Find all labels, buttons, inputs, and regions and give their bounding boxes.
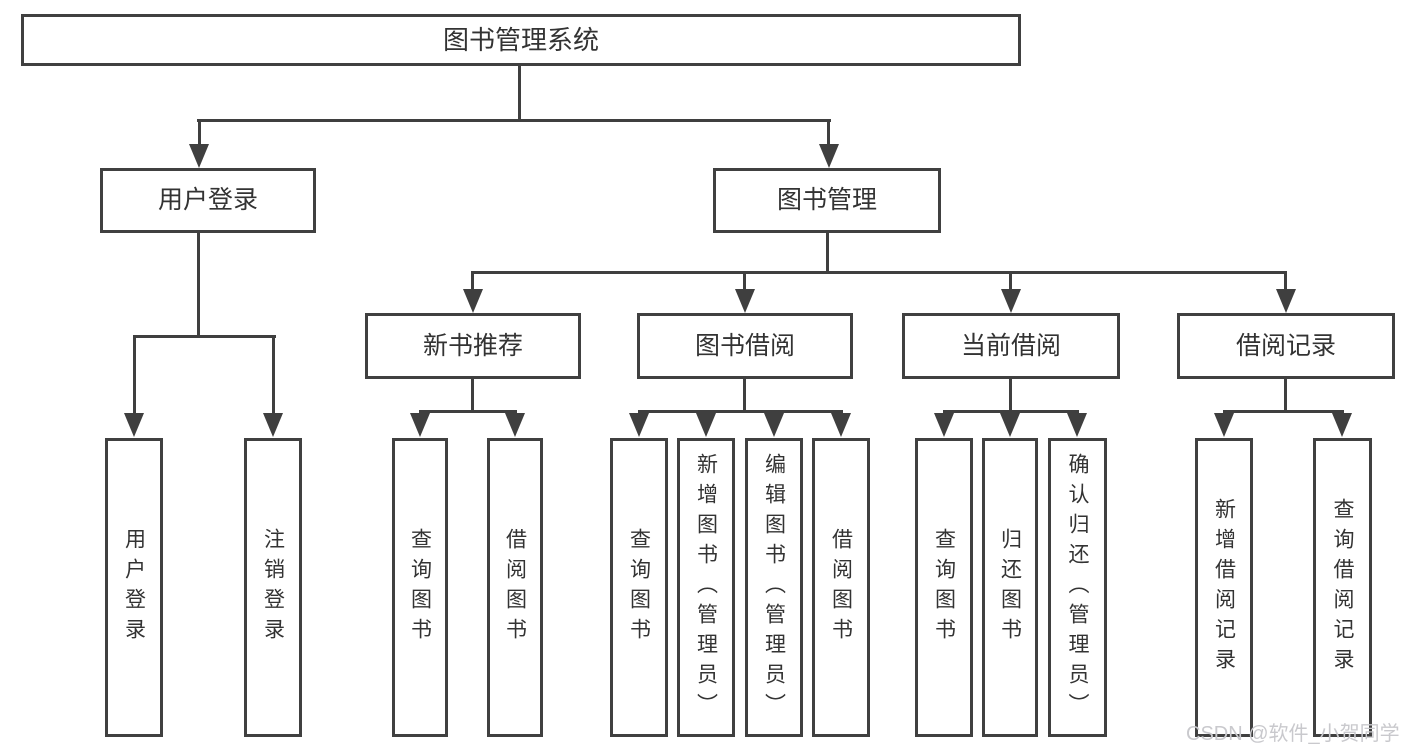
node-book-mgmt-label: 图书管理 [776,186,877,214]
connector-new-book-rec-stem [471,379,474,410]
node-new-book-rec: 新书推荐 [365,313,581,379]
node-leaf-logout-label: 注销登录 [261,527,285,648]
connector-user-login-stem [197,233,200,335]
node-book-borrow-label: 图书借阅 [694,331,795,360]
connector-drop-new-book-rec [471,271,474,292]
arrow-down-icon [1214,413,1234,437]
connector-level2-branch [197,119,831,122]
node-leaf-nb-query: 查询图书 [392,438,448,737]
arrow-down-icon [764,413,784,437]
connector-book-borrow-stem [743,379,746,410]
node-leaf-bb-add-label: 新增图书（管理员） [694,452,718,723]
node-borrow-record: 借阅记录 [1177,313,1395,379]
connector-level3-branch [473,271,1287,274]
arrow-down-icon [1067,413,1087,437]
node-leaf-br-query-label: 查询借阅记录 [1331,497,1354,678]
node-leaf-cb-confirm-label: 确认归还（管理员） [1066,452,1089,723]
connector-drop-leaf-user-login [133,335,136,415]
connector-book-borrow-branch [638,410,843,413]
node-leaf-nb-query-label: 查询图书 [408,527,432,648]
arrow-down-icon [1001,289,1021,313]
node-leaf-logout: 注销登录 [244,438,302,737]
node-leaf-bb-borrow: 借阅图书 [812,438,870,737]
node-current-borrow-label: 当前借阅 [960,331,1061,360]
arrow-down-icon [124,413,144,437]
node-leaf-nb-borrow: 借阅图书 [487,438,543,737]
node-leaf-cb-return-label: 归还图书 [998,527,1022,648]
node-leaf-bb-add: 新增图书（管理员） [677,438,735,737]
node-leaf-cb-confirm: 确认归还（管理员） [1048,438,1107,737]
node-leaf-bb-borrow-label: 借阅图书 [829,527,853,648]
node-root-label: 图书管理系统 [442,25,599,55]
node-leaf-bb-query-label: 查询图书 [627,527,651,648]
node-leaf-nb-borrow-label: 借阅图书 [503,527,527,648]
watermark: CSDN @软件_小贺同学 [1186,723,1400,745]
node-user-login: 用户登录 [100,168,316,233]
node-leaf-cb-return: 归还图书 [982,438,1038,737]
arrow-down-icon [189,144,209,168]
node-leaf-br-add: 新增借阅记录 [1195,438,1253,737]
connector-drop-leaf-logout [272,335,275,415]
arrow-down-icon [505,413,525,437]
node-current-borrow: 当前借阅 [902,313,1120,379]
arrow-down-icon [735,289,755,313]
node-leaf-cb-query-label: 查询图书 [932,527,956,648]
arrow-down-icon [1000,413,1020,437]
node-book-borrow: 图书借阅 [637,313,853,379]
connector-drop-book-borrow [743,271,746,292]
node-user-login-label: 用户登录 [157,186,258,214]
node-root: 图书管理系统 [21,14,1021,66]
connector-drop-borrow-record [1284,271,1287,292]
connector-new-book-rec-branch [419,410,517,413]
arrow-down-icon [696,413,716,437]
connector-current-borrow-branch [943,410,1079,413]
arrow-down-icon [629,413,649,437]
arrow-down-icon [831,413,851,437]
connector-root-stem [518,66,521,119]
node-leaf-cb-query: 查询图书 [915,438,973,737]
arrow-down-icon [263,413,283,437]
connector-book-mgmt-stem [826,233,829,271]
arrow-down-icon [819,144,839,168]
connector-drop-current-borrow [1009,271,1012,292]
connector-drop-book-mgmt [827,119,830,147]
connector-current-borrow-stem [1009,379,1012,410]
node-new-book-rec-label: 新书推荐 [422,331,523,360]
connector-user-login-branch [133,335,276,338]
node-leaf-bb-edit: 编辑图书（管理员） [745,438,803,737]
node-leaf-br-query: 查询借阅记录 [1313,438,1372,737]
arrow-down-icon [1276,289,1296,313]
node-book-mgmt: 图书管理 [713,168,941,233]
arrow-down-icon [463,289,483,313]
node-leaf-bb-query: 查询图书 [610,438,668,737]
node-leaf-bb-edit-label: 编辑图书（管理员） [762,452,786,723]
node-leaf-user-login-label: 用户登录 [122,527,146,648]
connector-drop-user-login [198,119,201,147]
node-leaf-user-login: 用户登录 [105,438,163,737]
arrow-down-icon [410,413,430,437]
node-borrow-record-label: 借阅记录 [1235,331,1336,360]
node-leaf-br-add-label: 新增借阅记录 [1212,497,1236,678]
arrow-down-icon [1332,413,1352,437]
connector-borrow-record-branch [1223,410,1344,413]
connector-borrow-record-stem [1284,379,1287,410]
arrow-down-icon [934,413,954,437]
